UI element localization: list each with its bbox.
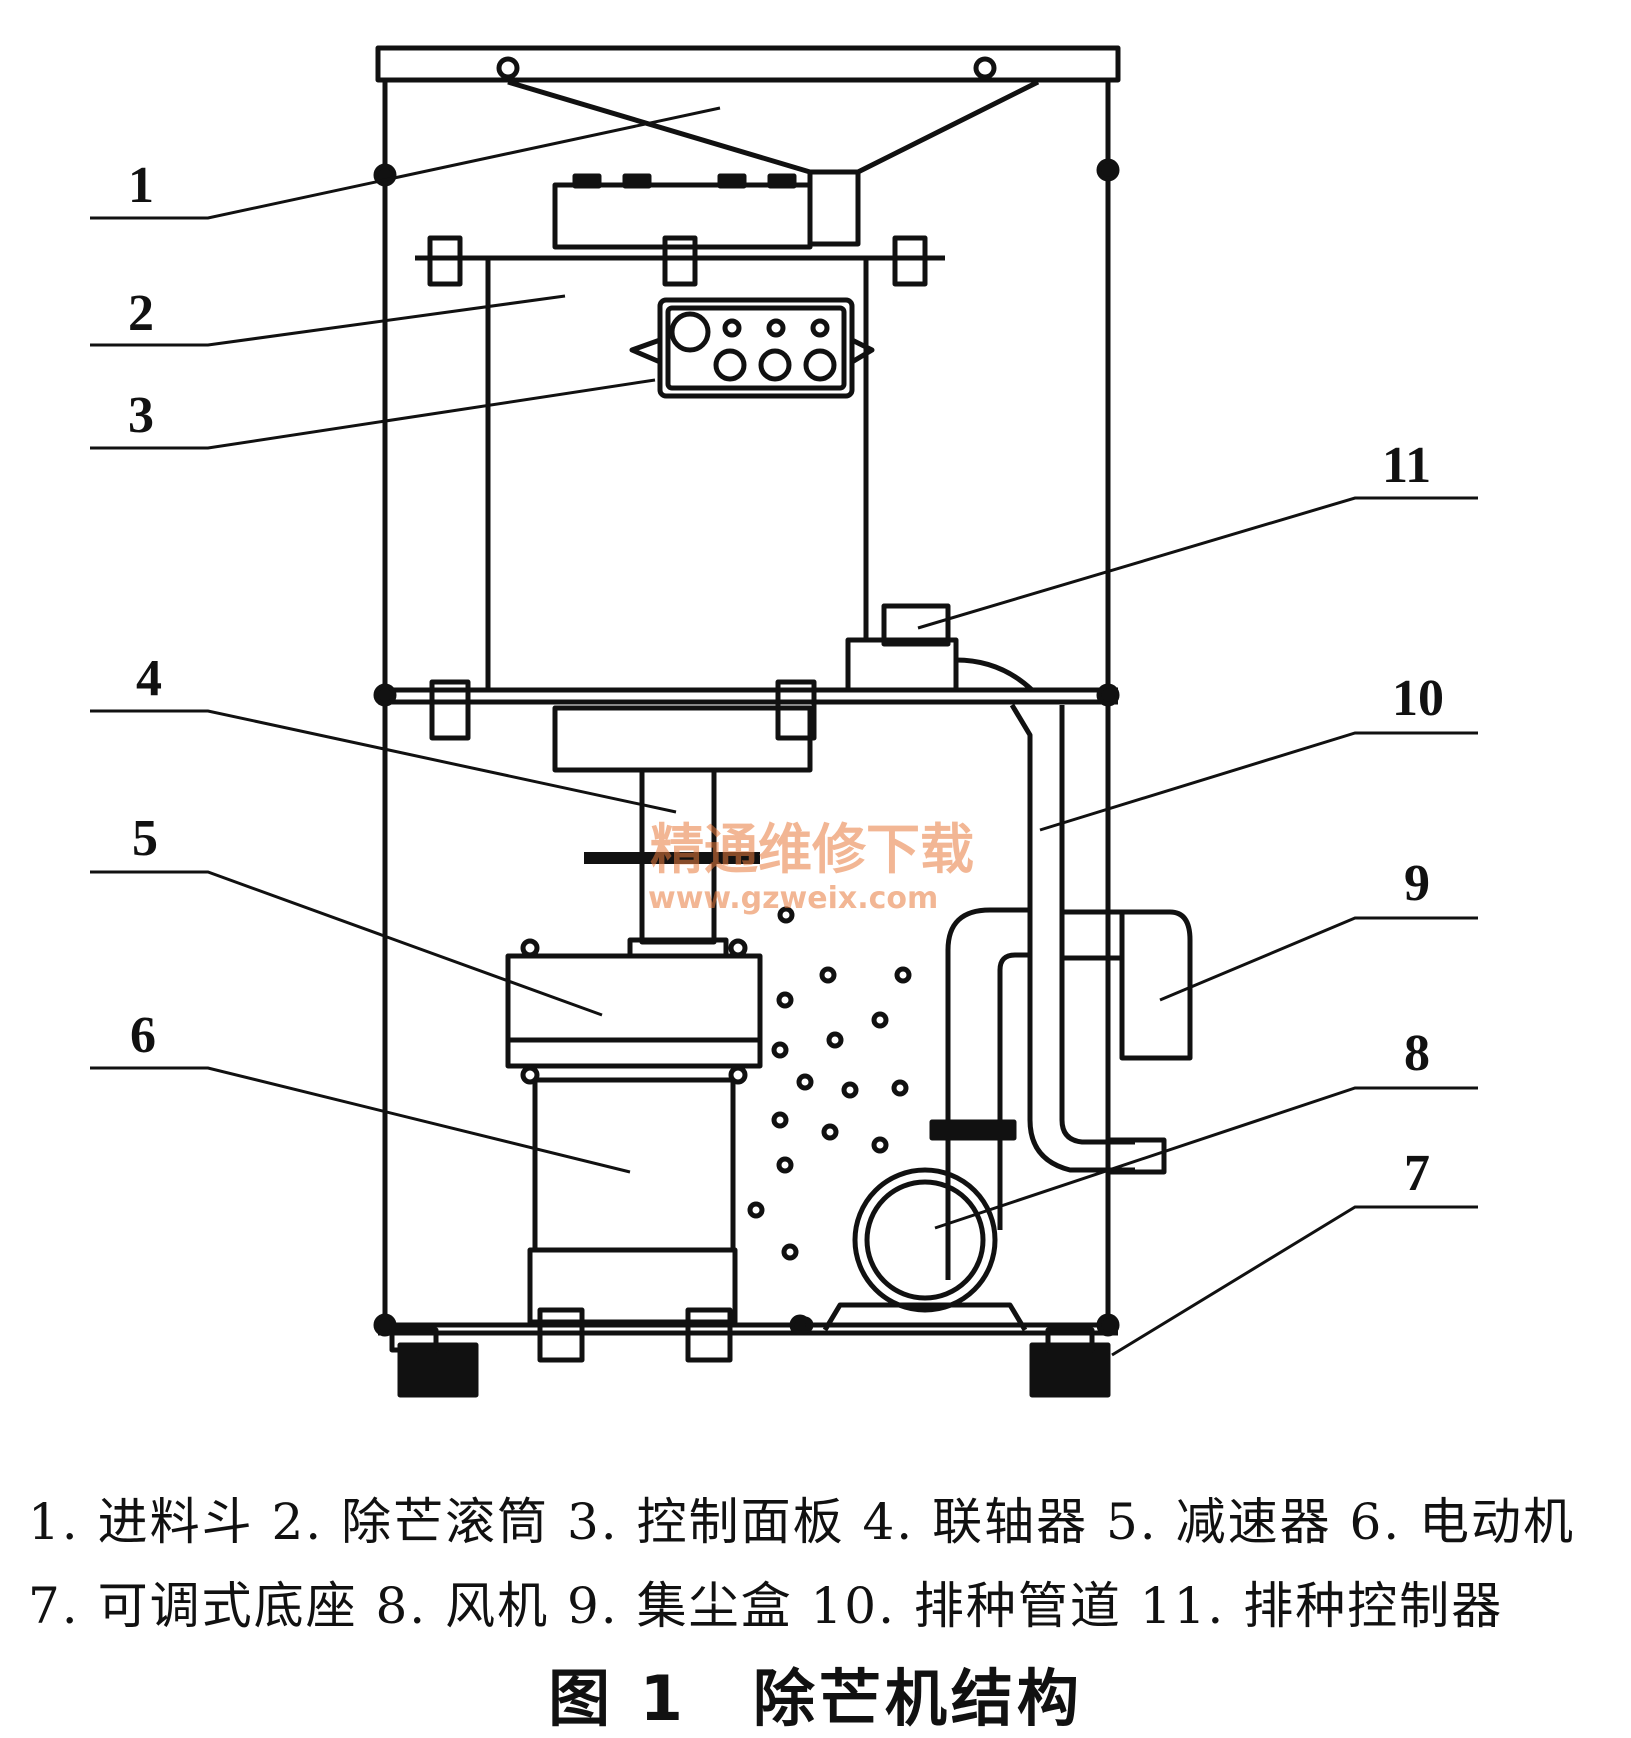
label-6: 6 <box>130 1007 156 1064</box>
leader-lines <box>90 106 1478 1357</box>
caption-line-2: 7. 可调式底座 8. 风机 9. 集尘盒 10. 排种管道 11. 排种控制器 <box>28 1577 1504 1635</box>
watermark-cn: 精通维修下载 <box>650 818 974 881</box>
control-panel <box>629 297 875 399</box>
drum-bottom-cap <box>429 679 817 773</box>
feed-hopper <box>496 56 1040 247</box>
seed-discharge-pipe <box>1009 703 1167 1175</box>
figure-title: 图 1 除芒机结构 <box>548 1662 1083 1735</box>
label-1: 1 <box>128 157 154 214</box>
adjustable-base <box>389 1327 1111 1398</box>
label-5: 5 <box>132 810 158 867</box>
label-8: 8 <box>1404 1025 1430 1082</box>
awn-removal-drum <box>485 260 869 688</box>
label-4: 4 <box>136 650 162 707</box>
electric-motor <box>527 1077 738 1363</box>
label-3: 3 <box>128 387 154 444</box>
label-7: 7 <box>1404 1145 1430 1202</box>
drum-top-cap <box>415 173 945 287</box>
watermark-url: www.gzweix.com <box>648 881 938 916</box>
label-2: 2 <box>128 285 154 342</box>
caption-line-1: 1. 进料斗 2. 除芒滚筒 3. 控制面板 4. 联轴器 5. 减速器 6. … <box>28 1493 1576 1551</box>
perforated-screen <box>747 906 912 1334</box>
seed-discharge-controller <box>845 603 1034 693</box>
label-9: 9 <box>1404 855 1430 912</box>
label-11: 11 <box>1382 437 1431 494</box>
outer-frame <box>373 45 1121 1337</box>
label-10: 10 <box>1392 670 1444 727</box>
coupling <box>584 767 760 959</box>
blower-fan <box>789 907 1032 1336</box>
speed-reducer <box>505 938 763 1085</box>
dust-collection-box <box>1059 909 1193 1061</box>
